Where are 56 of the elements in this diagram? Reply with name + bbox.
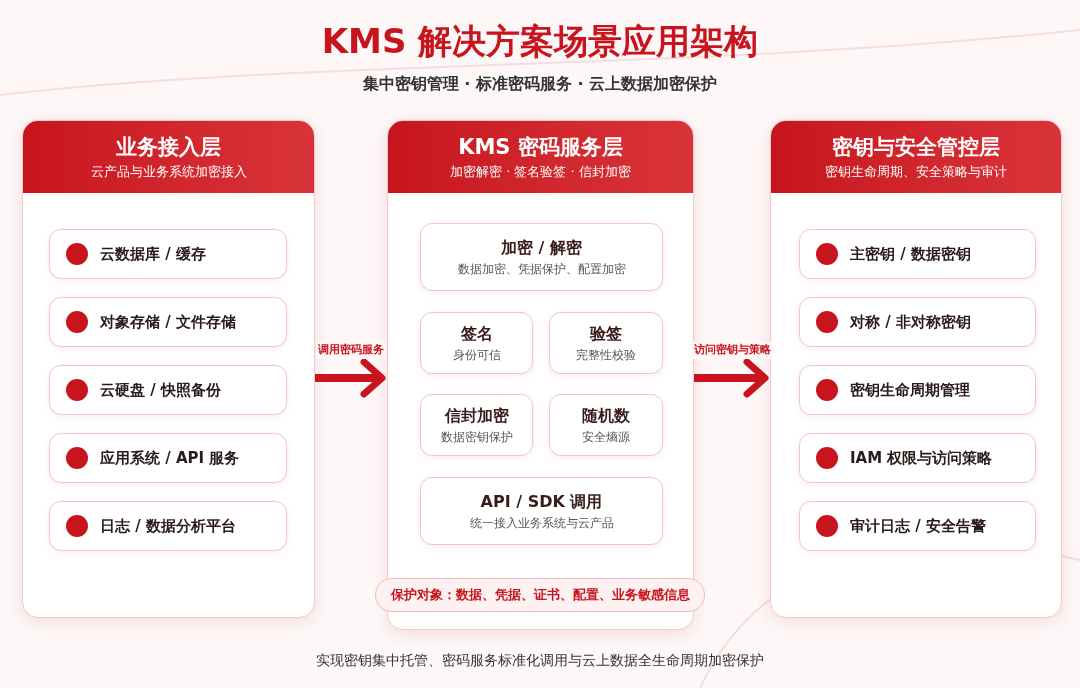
flow-arrow (694, 358, 769, 398)
function-card (549, 394, 663, 456)
panel-title: 密钥与安全管控层 (832, 133, 1000, 160)
card-title: API / SDK 调用 (480, 491, 603, 512)
edge-label: 访问密钥与策略 (691, 342, 773, 359)
panel-title: 业务接入层 (116, 133, 221, 160)
panel-subtitle: 加密解密 · 签名验签 · 信封加密 (450, 164, 631, 181)
diagram-title: KMS 解决方案场景应用架构 (320, 20, 760, 63)
item-card (799, 501, 1036, 551)
protection-pill (375, 578, 705, 612)
card-title: 签名 (460, 323, 493, 344)
item-label: 对象存储 / 文件存储 (100, 311, 236, 333)
function-card (420, 394, 533, 456)
card-description: 身份可信 (452, 347, 501, 363)
item-card (49, 229, 287, 279)
flow-arrow (315, 358, 386, 398)
item-label: 云数据库 / 缓存 (100, 243, 206, 265)
pill-text: 保护对象：数据、凭据、证书、配置、业务敏感信息 (390, 586, 690, 605)
item-label: IAM 权限与访问策略 (850, 447, 993, 469)
layer-panel (22, 120, 315, 618)
card-description: 数据密钥保护 (440, 429, 513, 445)
item-card (49, 501, 287, 551)
item-label: 对称 / 非对称密钥 (850, 311, 971, 333)
item-card (799, 433, 1036, 483)
item-card (799, 365, 1036, 415)
item-label: 日志 / 数据分析平台 (100, 515, 236, 537)
card-description: 数据加密、凭据保护、配置加密 (457, 261, 626, 277)
function-card (420, 477, 663, 545)
function-card (549, 312, 663, 374)
item-label: 云硬盘 / 快照备份 (100, 379, 221, 401)
item-card (49, 365, 287, 415)
item-label: 应用系统 / API 服务 (100, 447, 240, 469)
caption: 实现密钥集中托管、密码服务标准化调用与云上数据全生命周期加密保护 (315, 651, 765, 670)
card-description: 统一接入业务系统与云产品 (469, 515, 614, 531)
layer-panel (770, 120, 1062, 618)
item-card (49, 297, 287, 347)
item-card (799, 297, 1036, 347)
card-title: 信封加密 (444, 405, 509, 426)
card-title: 加密 / 解密 (501, 237, 582, 258)
layer-panel (387, 120, 694, 630)
function-card (420, 312, 533, 374)
edge-label: 调用密码服务 (316, 342, 386, 359)
item-label: 主密钥 / 数据密钥 (850, 243, 971, 265)
item-label: 审计日志 / 安全告警 (850, 515, 986, 537)
card-description: 完整性校验 (576, 347, 636, 363)
subtitle: 集中密钥管理 · 标准密码服务 · 云上数据加密保护 (361, 73, 719, 95)
panel-subtitle: 密钥生命周期、安全策略与审计 (825, 164, 1007, 181)
panel-subtitle: 云产品与业务系统加密接入 (90, 164, 247, 181)
item-card (799, 229, 1036, 279)
item-card (49, 433, 287, 483)
function-card (420, 223, 663, 291)
card-description: 安全熵源 (582, 429, 630, 445)
card-title: 随机数 (582, 405, 630, 426)
item-label: 密钥生命周期管理 (850, 379, 970, 401)
panel-title: KMS 密码服务层 (458, 133, 623, 160)
card-title: 验签 (590, 323, 622, 344)
